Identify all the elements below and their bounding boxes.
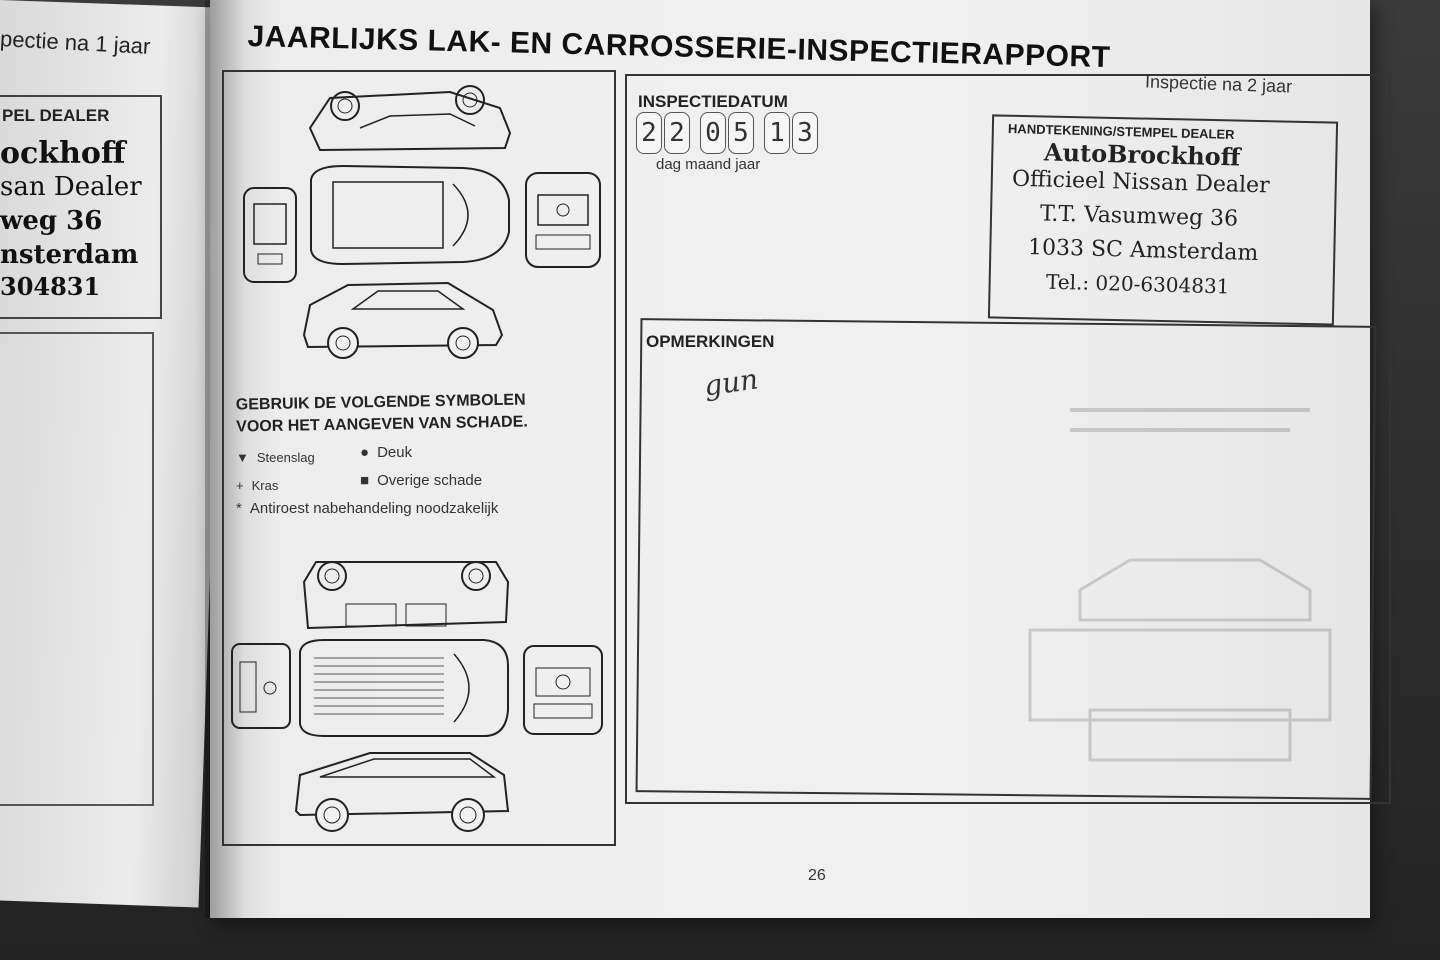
- suv-side-bottom-icon: [290, 745, 514, 837]
- suv-side-top-icon: [296, 552, 516, 642]
- show-through-car-icon: [1010, 390, 1350, 775]
- left-stamp-line: san Dealer: [0, 172, 142, 202]
- inspection-date-field[interactable]: 2 2 0 5 1 3: [636, 112, 818, 154]
- circle-symbol-icon: ●: [360, 444, 370, 461]
- inspection-info-box: [625, 74, 1391, 804]
- date-digit-cell[interactable]: 2: [636, 112, 662, 154]
- book-gutter-shadow: [205, 0, 245, 918]
- damage-diagram-box: [222, 70, 616, 846]
- legend-title: GEBRUIK DE VOLGENDE SYMBOLEN VOOR HET AA…: [236, 389, 528, 438]
- suv-front-view-icon: [518, 640, 608, 744]
- car-side-bottom-icon: [298, 275, 508, 365]
- dealer-stamp-line: AutoBrockhoff: [1043, 137, 1241, 172]
- left-stamp-line: ockhoff: [0, 136, 126, 171]
- left-stamp-label: PEL DEALER: [2, 106, 110, 125]
- dealer-stamp-line: Tel.: 020-6304831: [1045, 269, 1230, 299]
- remarks-label: OPMERKINGEN: [646, 332, 775, 351]
- left-stamp-line: 304831: [0, 272, 101, 301]
- inspection-date-label: INSPECTIEDATUM: [638, 92, 788, 111]
- date-digit-cell[interactable]: 2: [664, 112, 690, 154]
- legend-item-overige-schade: ■ Overige schade: [360, 472, 482, 489]
- legend-label: Steenslag: [256, 450, 315, 465]
- car-front-view-icon: [518, 165, 608, 275]
- car-top-view-icon: [303, 160, 513, 270]
- legend-label: Kras: [251, 478, 279, 493]
- suv-top-view-icon: [294, 636, 514, 740]
- date-separator: [692, 112, 698, 154]
- date-digit-cell[interactable]: 5: [728, 112, 754, 154]
- right-page: [210, 0, 1370, 918]
- square-symbol-icon: ■: [360, 472, 370, 489]
- left-stamp-line: nsterdam: [0, 240, 139, 270]
- plus-symbol-icon: +: [236, 478, 244, 493]
- suv-rear-view-icon: [226, 638, 296, 738]
- left-remarks-box: [0, 332, 154, 806]
- legend-label: Overige schade: [377, 472, 483, 489]
- legend-label: Antiroest nabehandeling noodzakelijk: [249, 500, 499, 517]
- date-separator: [756, 112, 762, 154]
- triangle-symbol-icon: ▼: [236, 450, 249, 465]
- dealer-stamp-line: T.T. Vasumweg 36: [1039, 201, 1239, 232]
- date-digit-cell[interactable]: 3: [792, 112, 818, 154]
- legend-item-deuk: ● Deuk: [360, 444, 412, 461]
- page-number: 26: [808, 867, 826, 884]
- date-digit-cell[interactable]: 0: [700, 112, 726, 154]
- legend-item-steenslag: ▼ Steenslag: [236, 450, 315, 465]
- left-stamp-line: weg 36: [0, 206, 103, 236]
- date-digit-cell[interactable]: 1: [764, 112, 790, 154]
- legend-item-antiroest: * Antiroest nabehandeling noodzakelijk: [236, 500, 498, 517]
- asterisk-symbol-icon: *: [236, 500, 242, 517]
- car-side-top-icon: [300, 78, 520, 164]
- legend-item-kras: + Kras: [236, 478, 278, 493]
- left-stamp-box: [0, 95, 162, 319]
- car-rear-view-icon: [238, 180, 302, 290]
- date-format-hint: dag maand jaar: [656, 156, 761, 173]
- legend-label: Deuk: [377, 444, 413, 461]
